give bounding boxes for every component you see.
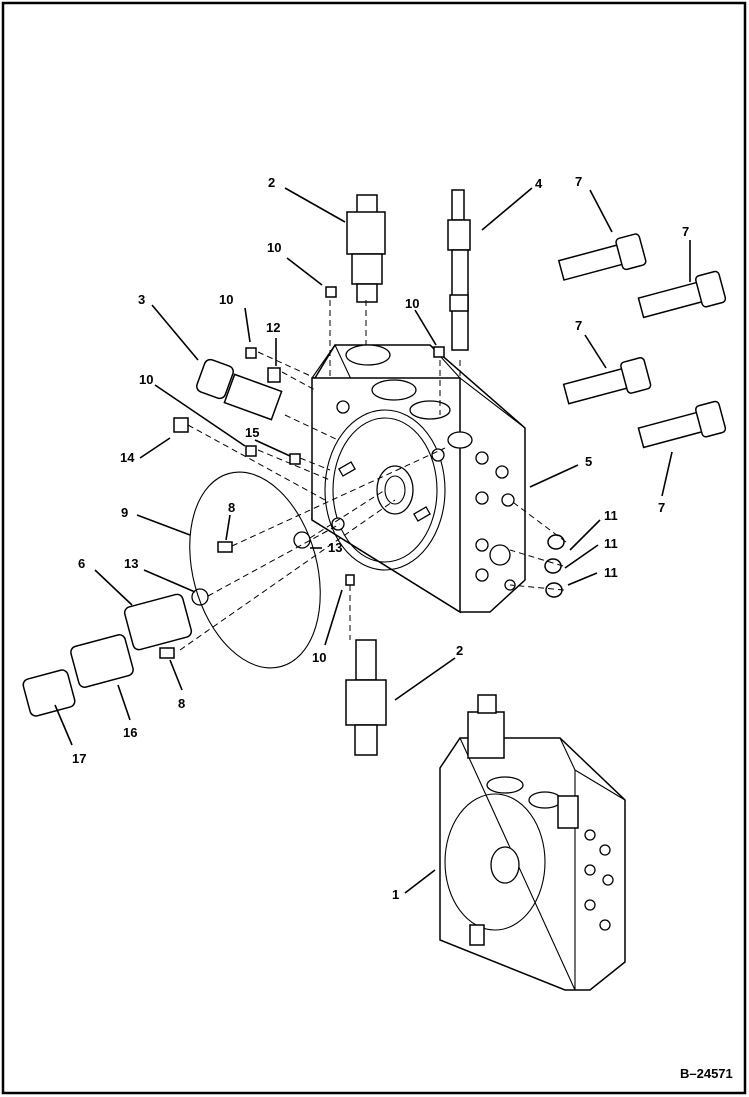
- assembled-valve-section: [439, 694, 626, 991]
- bolts: [557, 233, 727, 449]
- small-parts: [159, 286, 565, 659]
- valve-cartridge: [196, 358, 283, 421]
- callout-14: 14: [120, 450, 135, 465]
- callout-6: 6: [78, 556, 85, 571]
- callout-7-c: 7: [575, 318, 582, 333]
- callout-2-bottom: 2: [456, 643, 463, 658]
- callout-17: 17: [72, 751, 86, 766]
- callout-13-right: 13: [328, 540, 342, 555]
- callout-11-c: 11: [604, 565, 618, 580]
- callout-4: 4: [535, 176, 543, 191]
- callout-9: 9: [121, 505, 128, 520]
- callout-7-b: 7: [682, 224, 689, 239]
- callout-10-c: 10: [405, 296, 419, 311]
- callout-10-e: 10: [312, 650, 326, 665]
- callout-10-b: 10: [219, 292, 233, 307]
- callout-7-d: 7: [658, 500, 665, 515]
- callout-11-b: 11: [604, 536, 618, 551]
- callout-15: 15: [245, 425, 259, 440]
- callout-12: 12: [266, 320, 280, 335]
- callout-8-top: 8: [228, 500, 235, 515]
- callout-16: 16: [123, 725, 137, 740]
- o-ring: [189, 471, 321, 669]
- callouts: 2 4 7 7 10 10 3 10 12 10 7 14 15 5 9 8 1…: [72, 174, 689, 902]
- alignment-lines: [179, 300, 567, 651]
- callout-11-a: 11: [604, 508, 618, 523]
- callout-3: 3: [138, 292, 145, 307]
- relief-valve-bottom: [345, 639, 387, 756]
- callout-7-a: 7: [575, 174, 582, 189]
- drawing-number: B–24571: [680, 1066, 733, 1081]
- sleeves: [22, 593, 193, 717]
- relief-valve-top: [346, 194, 386, 303]
- callout-2-top: 2: [268, 175, 275, 190]
- leader-lines: [54, 187, 691, 894]
- callout-10-a: 10: [267, 240, 281, 255]
- callout-13-left: 13: [124, 556, 138, 571]
- callout-10-d: 10: [139, 372, 153, 387]
- callout-1: 1: [392, 887, 399, 902]
- callout-5: 5: [585, 454, 592, 469]
- valve-section-body: [311, 344, 526, 614]
- spool: [447, 189, 471, 351]
- callout-8-bottom: 8: [178, 696, 185, 711]
